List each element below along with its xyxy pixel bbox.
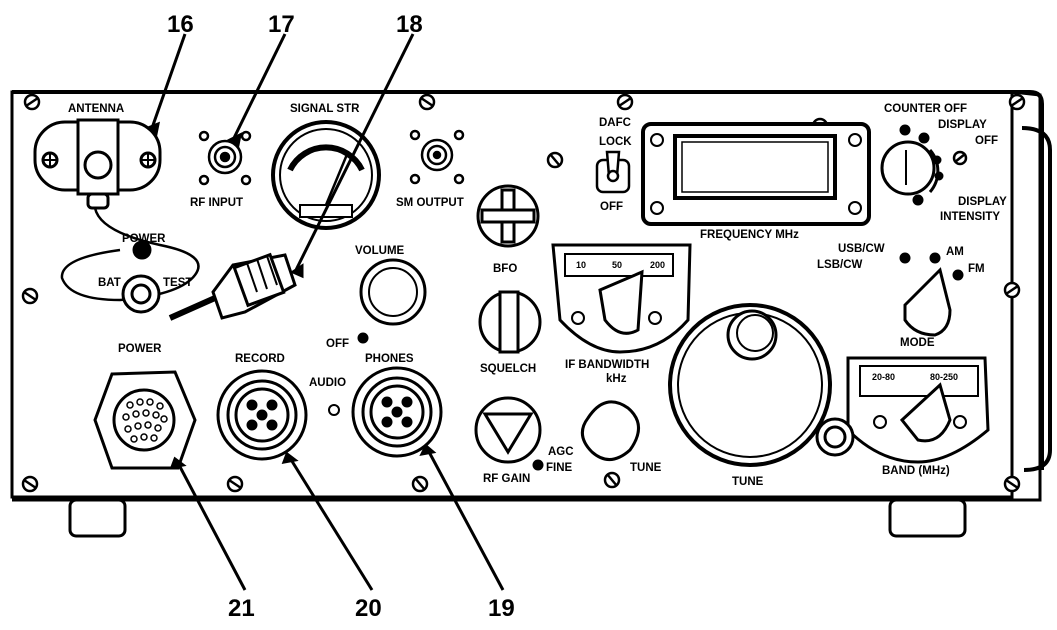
label-volume: VOLUME bbox=[355, 245, 405, 257]
audio-led bbox=[328, 404, 340, 416]
label-khz: kHz bbox=[606, 373, 627, 385]
label-bw-200: 200 bbox=[650, 260, 665, 270]
mode-switch bbox=[899, 252, 964, 337]
label-mode: MODE bbox=[900, 337, 935, 349]
rf-input-connector bbox=[198, 130, 252, 186]
volume-knob bbox=[357, 258, 427, 344]
callout-20: 20 bbox=[355, 595, 382, 622]
label-rf-gain: RF GAIN bbox=[483, 473, 530, 485]
label-record: RECORD bbox=[235, 353, 285, 365]
label-volume-off: OFF bbox=[326, 338, 349, 350]
callout-19: 19 bbox=[488, 595, 515, 622]
label-power-connector: POWER bbox=[118, 343, 162, 355]
label-fine: FINE bbox=[546, 462, 573, 474]
antenna-connector bbox=[33, 118, 162, 210]
label-lock: LOCK bbox=[599, 136, 632, 148]
rf-gain-knob bbox=[474, 396, 544, 471]
label-signal-str: SIGNAL STR bbox=[290, 103, 360, 115]
label-rf-input: RF INPUT bbox=[190, 197, 243, 209]
fine-tune-knob bbox=[580, 400, 640, 461]
label-bw-10: 10 bbox=[576, 260, 586, 270]
callout-21: 21 bbox=[228, 595, 255, 622]
label-counter-off: COUNTER OFF bbox=[884, 103, 967, 115]
label-squelch: SQUELCH bbox=[480, 363, 536, 375]
dafc-toggle-switch bbox=[595, 150, 631, 194]
phones-connector bbox=[351, 366, 443, 458]
label-audio: AUDIO bbox=[309, 377, 346, 389]
label-power-switch: POWER bbox=[122, 233, 166, 245]
label-fm: FM bbox=[968, 263, 985, 275]
power-connector bbox=[93, 370, 197, 470]
tune-knob bbox=[668, 303, 832, 467]
callout-18: 18 bbox=[396, 11, 423, 38]
label-test: TEST bbox=[163, 277, 192, 289]
frequency-display bbox=[641, 122, 871, 226]
label-tune-big: TUNE bbox=[732, 476, 764, 488]
label-display: DISPLAY bbox=[938, 119, 987, 131]
label-bw-50: 50 bbox=[612, 260, 622, 270]
sm-output-connector bbox=[409, 129, 465, 185]
bfo-knob bbox=[476, 184, 540, 248]
label-if-bandwidth: IF BANDWIDTH bbox=[565, 359, 649, 371]
label-am: AM bbox=[946, 246, 964, 258]
label-antenna: ANTENNA bbox=[68, 103, 124, 115]
if-bandwidth-switch bbox=[551, 243, 692, 354]
label-agc: AGC bbox=[548, 446, 574, 458]
power-test-switch bbox=[60, 207, 297, 321]
label-band: BAND (MHz) bbox=[882, 465, 950, 477]
label-dafc-off: OFF bbox=[600, 201, 623, 213]
label-usb-cw: USB/CW bbox=[838, 243, 885, 255]
label-bat: BAT bbox=[98, 277, 121, 289]
record-connector bbox=[216, 369, 308, 461]
label-lsb-cw: LSB/CW bbox=[817, 259, 863, 271]
label-intensity: INTENSITY bbox=[940, 211, 1000, 223]
label-band-80-250: 80-250 bbox=[930, 372, 958, 382]
chassis bbox=[10, 90, 1052, 538]
band-switch bbox=[846, 356, 990, 464]
label-phones: PHONES bbox=[365, 353, 414, 365]
bnc-connector bbox=[815, 417, 855, 457]
callout-17: 17 bbox=[268, 11, 295, 38]
display-intensity-knob bbox=[880, 124, 944, 206]
label-sm-output: SM OUTPUT bbox=[396, 197, 464, 209]
callout-leaders bbox=[144, 33, 505, 591]
signal-strength-meter bbox=[271, 120, 381, 230]
squelch-knob bbox=[478, 290, 542, 354]
label-tune-small: TUNE bbox=[630, 462, 662, 474]
label-frequency: FREQUENCY MHz bbox=[700, 229, 799, 241]
label-dafc: DAFC bbox=[599, 117, 631, 129]
label-bfo: BFO bbox=[493, 263, 517, 275]
label-band-20-80: 20-80 bbox=[872, 372, 895, 382]
label-display-2: DISPLAY bbox=[958, 196, 1007, 208]
label-display-off: OFF bbox=[975, 135, 998, 147]
callout-16: 16 bbox=[167, 11, 194, 38]
